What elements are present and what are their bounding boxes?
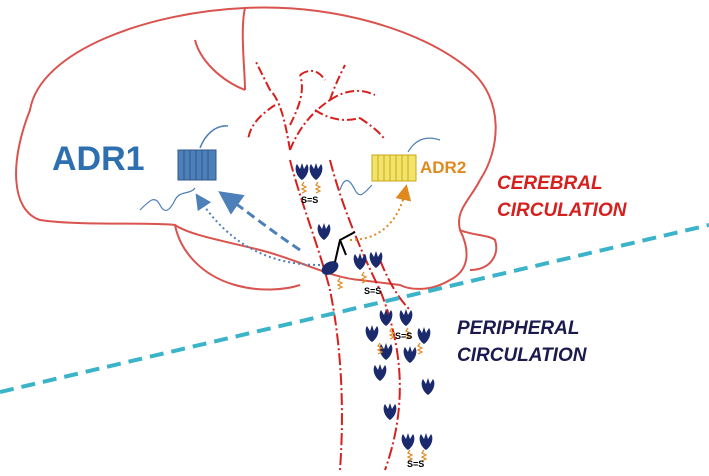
- adr2-receptor-icon: [339, 137, 441, 196]
- blood-vessel-icon: [289, 159, 411, 471]
- disulfide-dimer-icon: S=S: [301, 195, 319, 205]
- disulfide-dimer-icon: S=S: [395, 331, 413, 341]
- divider-line: [0, 223, 709, 394]
- adr1-label: ADR1: [52, 140, 145, 178]
- disulfide-dimer-icon: S=S: [407, 459, 425, 469]
- adr2-label: ADR2: [420, 158, 467, 177]
- cerebral-vessel-tree: [247, 59, 386, 151]
- ligand-arrows: [195, 184, 412, 266]
- peripheral-circulation-label-line1: PERIPHERAL: [457, 318, 580, 339]
- peripheral-circulation-label-line2: CIRCULATION: [457, 345, 587, 366]
- adr1-receptor-icon: [139, 125, 229, 212]
- brain-outline: [15, 6, 498, 291]
- transporter-icon: [321, 231, 356, 275]
- disulfide-dimer-icon: S=S: [364, 286, 382, 296]
- cerebral-circulation-label-line1: CEREBRAL: [497, 173, 603, 194]
- cerebral-circulation-label-line2: CIRCULATION: [497, 200, 627, 221]
